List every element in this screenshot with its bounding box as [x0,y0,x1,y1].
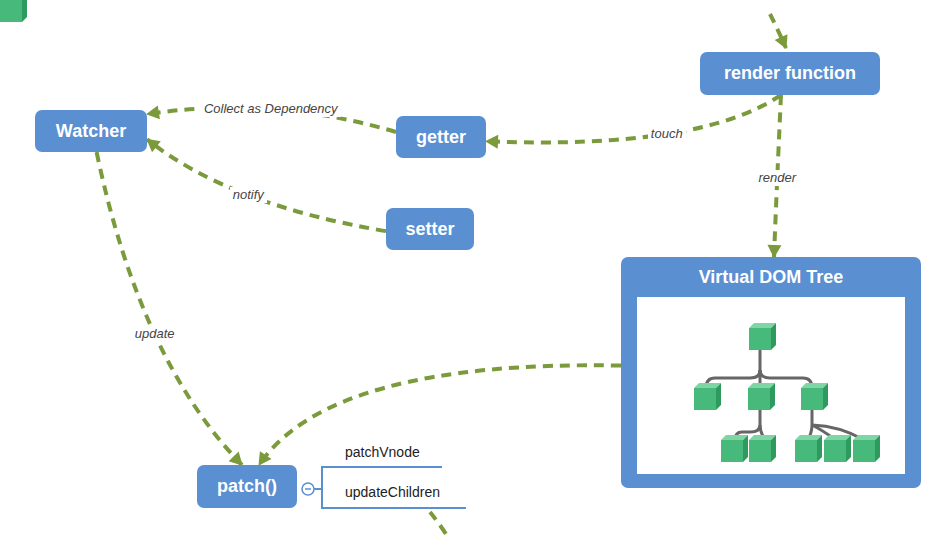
process-box: getter [396,116,486,158]
dashed-connector [97,152,242,465]
process-box: setter [386,208,474,250]
tree-branches [706,345,864,440]
node-text: getter [416,127,466,148]
edge-label: notify [230,187,267,203]
method-label: patchVnode [345,444,420,460]
node-text: Watcher [56,121,126,142]
incoming-arrow [770,14,786,48]
collapse-minus [305,488,311,490]
process-box: patch() [197,465,297,508]
dashed-connector [147,139,386,231]
process-box: Watcher [35,110,147,152]
edge-label: render [755,170,799,186]
method-label: updateChildren [345,484,440,500]
edge-label: Collect as Dependency [201,101,341,117]
dashed-connector [486,95,781,142]
node-text: Virtual DOM Tree [699,267,844,288]
bracket [314,467,466,508]
node-text: render function [724,63,856,84]
tree-nodes [0,0,27,22]
outgoing-dash [430,512,446,534]
dashed-connector [259,365,621,465]
vdom-box: Virtual DOM Tree [621,257,921,488]
node-text: patch() [217,476,277,497]
node-text: setter [405,219,454,240]
process-box: render function [700,52,880,95]
collapse-symbol [302,483,314,495]
edge-label: touch [648,126,686,142]
vdom-frame [621,257,921,488]
edge-label: update [132,326,178,342]
vdom-panel [637,297,905,474]
